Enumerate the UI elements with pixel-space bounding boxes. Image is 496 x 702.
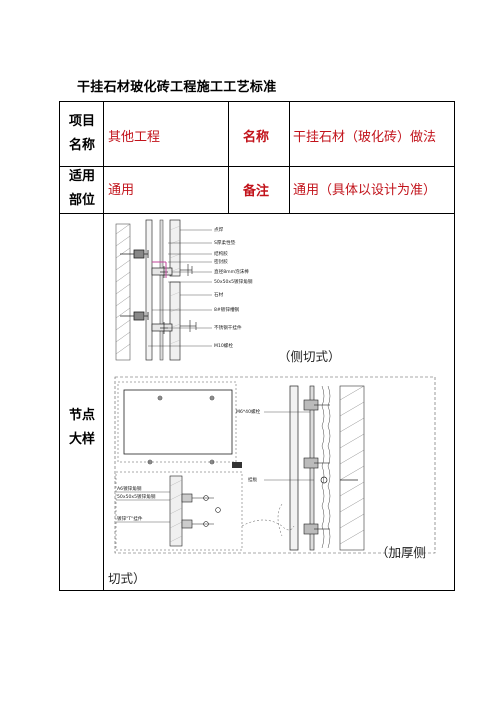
sealant-joint [152,261,167,278]
label-hanger-plate: 挂板 [248,476,258,483]
wall-hatch [115,223,131,355]
row2-label-line1: 适用 [68,169,95,184]
row2-key: 备注 [243,184,270,199]
label-spot-weld: 点焊 [214,226,224,233]
col-divider-label [103,102,104,590]
clip-hardware-upper [180,264,193,276]
panel-lower-edge [232,462,242,468]
spec-table: 项目 名称 其他工程 名称 干挂石材（玻化砖）做法 适用 部位 通用 备注 通用… [59,101,455,591]
panel-fixing-points [147,395,215,465]
row1-label-line2: 名称 [68,138,95,153]
row3-label: 节点 大样 [62,404,102,452]
stone-panel-upper [169,219,181,277]
clip-hardware-lower [180,320,197,332]
wall-section-right [339,385,365,551]
label-sealant: 密封胶 [214,258,228,265]
hangers-right [303,399,330,535]
wall-section [115,223,131,361]
row3-label-line1: 节点 [68,408,95,423]
row-divider-1 [60,166,454,167]
stainless-bracket-lower [151,322,173,334]
label-a6-angle: A6镀锌角钢 [117,485,142,492]
panel-elevation-outer [117,381,237,463]
leader-lines-right [264,411,314,481]
label-stainless-hanger: 不锈钢干挂件 [214,324,242,331]
row1-key: 名称 [243,130,270,145]
label-m10-bolt: M10螺栓 [214,342,233,349]
label-flexible-pad: S厚柔性垫 [214,239,236,246]
stone-panel-lower [169,281,181,361]
anchor-bolt-upper [120,249,149,259]
row3-label-line2: 大样 [68,432,95,447]
row2-key-value: 通用（具体以设计为准） [293,183,437,198]
connection-curve [241,503,295,537]
label-t-hanger: 镀锌"T"挂件 [117,515,143,522]
side-cut-detail-drawing: 点焊 S厚柔性垫 结构胶 密封胶 直径8mm泡沫棒 50x50x5镀锌角钢 石材… [115,219,253,361]
row1-label: 项目 名称 [62,110,102,158]
anchor-bolt-right [320,476,358,484]
caption-side-cut: （侧切式） [278,349,341,364]
label-galvanized-angle: 50x50x5镀锌角钢 [214,278,253,285]
label-structural-adhesive: 结构胶 [214,250,228,257]
steel-angle [159,219,164,361]
leader-lines [148,229,212,347]
label-angle-50: 50x50x5镀锌角钢 [117,493,156,500]
caption-thick-line2: 切式） [108,571,146,586]
caption-thick-line1: （加厚侧 [376,545,427,560]
row-divider-2 [60,213,454,214]
label-m6-bolt: M6*40螺栓 [236,408,261,415]
document-title: 干挂石材玻化砖工程施工工艺标准 [77,80,277,95]
row1-key-value: 干挂石材（玻化砖）做法 [293,130,437,145]
leader-lines-small [116,491,170,523]
col-divider-key-right [289,102,290,213]
row1-label-line1: 项目 [68,114,95,129]
stone-section-right [289,385,299,551]
stainless-bracket-upper [151,266,173,278]
panel-elevation [123,389,233,455]
anchor-bolt-lower [120,311,149,321]
col-divider-key-left [228,102,229,213]
row1-value: 其他工程 [108,130,161,145]
label-channel-steel: 8#镀锌槽钢 [214,306,240,313]
label-stone: 石材 [214,291,224,298]
small-detail-hatch [169,479,183,543]
small-detail-frame [115,471,243,551]
row2-value: 通用 [108,183,135,198]
small-detail-brackets [181,493,221,529]
detail-frame [114,376,436,554]
row2-label-line2: 部位 [68,193,95,208]
thick-cut-detail-drawing: M6*40螺栓 挂板 A6镀锌角钢 50x50x5镀锌角 [114,376,436,554]
steel-channel [145,219,153,361]
row2-label: 适用 部位 [62,165,102,213]
wall-hatch-right [339,385,365,545]
label-foam-rod: 直径8mm泡沫棒 [214,268,249,275]
wall-texture-right [321,385,331,549]
